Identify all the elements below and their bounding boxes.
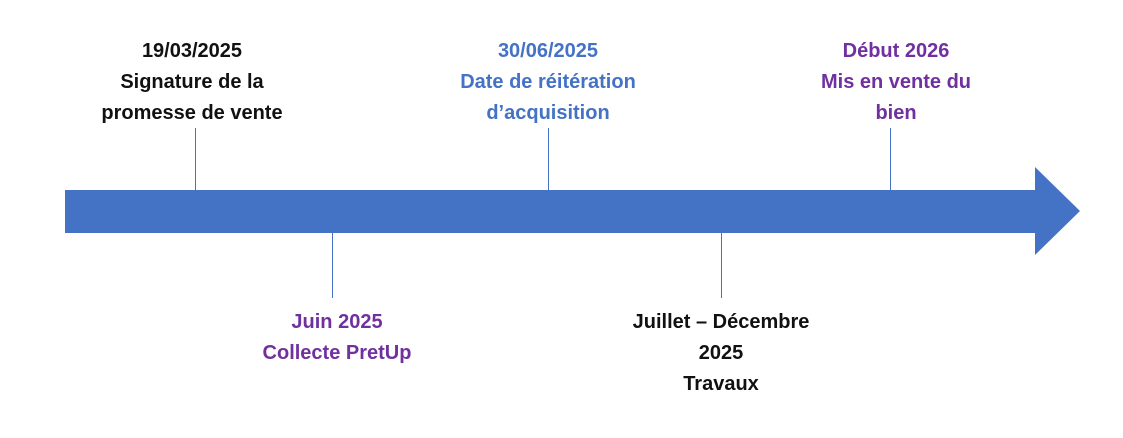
event-3-date: 30/06/2025 — [497, 40, 599, 62]
event-2: Juin 2025 Collecte PretUp — [202, 307, 472, 369]
event-2-date: Juin 2025 — [291, 311, 383, 333]
event-3: 30/06/2025 Date de réitération d’acquisi… — [413, 36, 683, 129]
event-1-date: 19/03/2025 — [141, 40, 243, 62]
event-5-date: Début 2026 — [842, 40, 950, 62]
event-5: Début 2026 Mis en vente du bien — [766, 36, 1026, 129]
event-1-connector — [195, 128, 196, 190]
event-3-connector — [548, 128, 549, 190]
event-4-label: Travaux — [683, 373, 759, 395]
timeline-arrow-shape — [65, 167, 1080, 255]
event-5-label: Mis en vente du bien — [820, 71, 972, 124]
event-2-label: Collecte PretUp — [262, 342, 412, 364]
event-4-date: Juillet – Décembre 2025 — [632, 311, 810, 364]
event-4: Juillet – Décembre 2025 Travaux — [586, 307, 856, 400]
event-2-connector — [332, 233, 333, 298]
event-5-connector — [890, 128, 891, 190]
event-3-label: Date de réitération d’acquisition — [460, 71, 636, 124]
event-1: 19/03/2025 Signature de la promesse de v… — [62, 36, 322, 129]
event-4-connector — [721, 233, 722, 298]
event-1-label: Signature de la promesse de vente — [101, 71, 283, 124]
